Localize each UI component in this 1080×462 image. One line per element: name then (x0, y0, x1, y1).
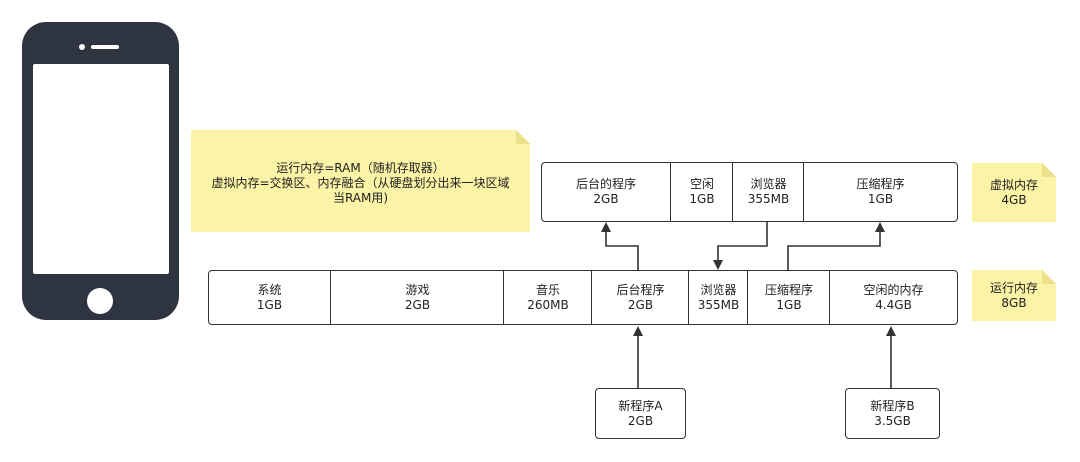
ram-cell-browser: 浏览器 355MB (688, 271, 748, 324)
virtual-memory-size: 4GB (1001, 192, 1027, 207)
new-program-a-label: 新程序A (618, 398, 663, 413)
virtual-memory-row: 后台的程序 2GB 空闲 1GB 浏览器 355MB 压缩程序 1GB (541, 162, 958, 222)
virtual-memory-note: 虚拟内存 4GB (972, 163, 1056, 222)
new-program-a-box: 新程序A 2GB (595, 388, 686, 439)
definition-line-1: 运行内存=RAM（随机存取器） (276, 160, 445, 175)
virtual-cell-background-programs: 后台的程序 2GB (542, 163, 670, 221)
phone-screen (33, 64, 169, 274)
cell-size: 2GB (404, 297, 431, 312)
definition-note: 运行内存=RAM（随机存取器） 虚拟内存=交换区、内存融合（从硬盘划分出来一块区… (191, 130, 530, 232)
cell-label: 后台的程序 (575, 177, 636, 191)
new-program-b-size: 3.5GB (874, 413, 911, 428)
home-button-icon (87, 288, 113, 314)
swap-out-background-arrow (601, 222, 639, 270)
cell-label: 后台程序 (616, 282, 665, 297)
virtual-cell-free: 空闲 1GB (670, 163, 733, 221)
camera-dot-icon (79, 44, 85, 50)
cell-label: 游戏 (405, 282, 430, 297)
new-program-b-box: 新程序B 3.5GB (845, 388, 940, 439)
swap-out-compression-arrow (787, 222, 885, 270)
cell-label: 压缩程序 (856, 177, 905, 191)
cell-size: 1GB (776, 297, 802, 312)
virtual-memory-label: 虚拟内存 (989, 177, 1038, 192)
definition-line-2: 虚拟内存=交换区、内存融合（从硬盘划分出来一块区域 (211, 175, 510, 190)
speaker-icon (91, 45, 119, 49)
phone-illustration (22, 22, 179, 320)
swap-in-browser-arrow (713, 222, 768, 270)
cell-label: 空闲 (689, 177, 714, 191)
ram-cell-background-program: 后台程序 2GB (591, 271, 689, 324)
ram-cell-free-memory: 空闲的内存 4.4GB (829, 271, 957, 324)
new-program-a-size: 2GB (627, 413, 654, 428)
cell-size: 260MB (527, 297, 569, 312)
cell-size: 2GB (627, 297, 654, 312)
ram-note: 运行内存 8GB (972, 270, 1056, 321)
cell-size: 1GB (867, 192, 894, 206)
cell-size: 355MB (697, 297, 740, 312)
cell-label: 空闲的内存 (863, 282, 924, 297)
cell-size: 4.4GB (875, 297, 912, 312)
new-program-b-label: 新程序B (870, 398, 915, 413)
ram-cell-game: 游戏 2GB (330, 271, 504, 324)
cell-label: 浏览器 (700, 282, 737, 297)
ram-cell-music: 音乐 260MB (503, 271, 592, 324)
ram-cell-system: 系统 1GB (209, 271, 330, 324)
definition-line-3: 当RAM用) (332, 190, 389, 205)
ram-row: 系统 1GB 游戏 2GB 音乐 260MB 后台程序 2GB 浏览器 355M… (208, 270, 958, 325)
virtual-cell-browser: 浏览器 355MB (732, 163, 804, 221)
cell-size: 1GB (256, 297, 283, 312)
ram-cell-compression: 压缩程序 1GB (747, 271, 830, 324)
cell-label: 音乐 (535, 282, 560, 297)
cell-label: 压缩程序 (764, 282, 813, 297)
virtual-cell-compression: 压缩程序 1GB (803, 163, 957, 221)
cell-size: 2GB (593, 192, 619, 206)
cell-size: 355MB (747, 192, 790, 206)
cell-size: 1GB (689, 192, 715, 206)
cell-label: 系统 (257, 282, 282, 297)
ram-size: 8GB (1001, 295, 1027, 310)
cell-label: 浏览器 (750, 177, 787, 191)
ram-label: 运行内存 (989, 280, 1038, 295)
